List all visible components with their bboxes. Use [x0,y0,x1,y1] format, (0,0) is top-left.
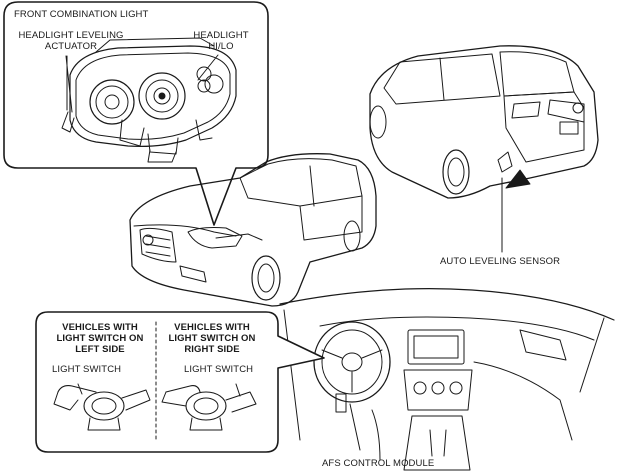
rear-vehicle-illustration [369,45,599,253]
label-auto-leveling-sensor: AUTO LEVELING SENSOR [440,256,561,267]
panel-title-left: VEHICLES WITH LIGHT SWITCH ON LEFT SIDE [48,322,152,355]
light-switch-panel [35,311,325,453]
panel-title-left-line2: LIGHT SWITCH ON [56,333,144,344]
panel-title-right: VEHICLES WITH LIGHT SWITCH ON RIGHT SIDE [160,322,264,355]
label-headlight-hilo-line2: HI/LO [208,41,234,52]
leader-afs-control-module [349,403,361,451]
front-vehicle-illustration [129,153,377,307]
front-combination-light-callout [3,1,269,226]
light-switch-left-illustration [53,385,151,431]
panel-title-left-line3: LEFT SIDE [75,344,125,355]
panel-title-right-line1: VEHICLES WITH [174,322,250,333]
label-headlight-leveling-actuator-line1: HEADLIGHT LEVELING [18,30,124,41]
label-light-switch-right: LIGHT SWITCH [184,364,254,375]
label-afs-control-module: AFS CONTROL MODULE [322,458,435,469]
light-switch-right-illustration [161,385,257,431]
label-front-combination-light: FRONT COMBINATION LIGHT [14,9,149,20]
panel-title-right-line3: RIGHT SIDE [184,344,240,355]
label-headlight-leveling-actuator-line2: ACTUATOR [44,41,98,52]
label-headlight-hilo: HEADLIGHT HI/LO [186,30,256,52]
leader-light-switch-right [235,383,241,397]
panel-title-left-line1: VEHICLES WITH [62,322,138,333]
label-light-switch-left: LIGHT SWITCH [52,364,122,375]
label-headlight-hilo-line1: HEADLIGHT [193,30,249,41]
leader-headlight-hilo [197,54,219,81]
headlamp-assembly-illustration [61,37,237,163]
label-headlight-leveling-actuator: HEADLIGHT LEVELING ACTUATOR [12,30,130,52]
panel-title-right-line2: LIGHT SWITCH ON [168,333,256,344]
interior-dashboard-illustration [279,288,615,471]
leader-light-switch-left [77,383,83,395]
